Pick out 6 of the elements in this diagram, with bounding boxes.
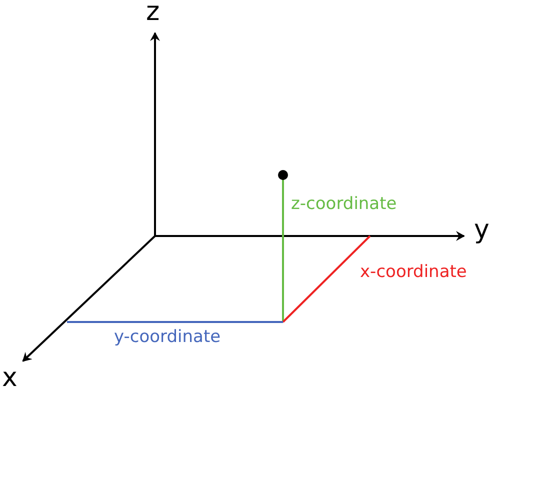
axis-label: y [474,214,490,246]
axis-label: z [146,0,160,28]
axis-label: x [2,362,18,394]
coordinate-label: x-coordinate [360,262,467,284]
coordinate-label: y-coordinate [114,327,221,348]
coordinate-label: z-coordinate [291,194,397,216]
